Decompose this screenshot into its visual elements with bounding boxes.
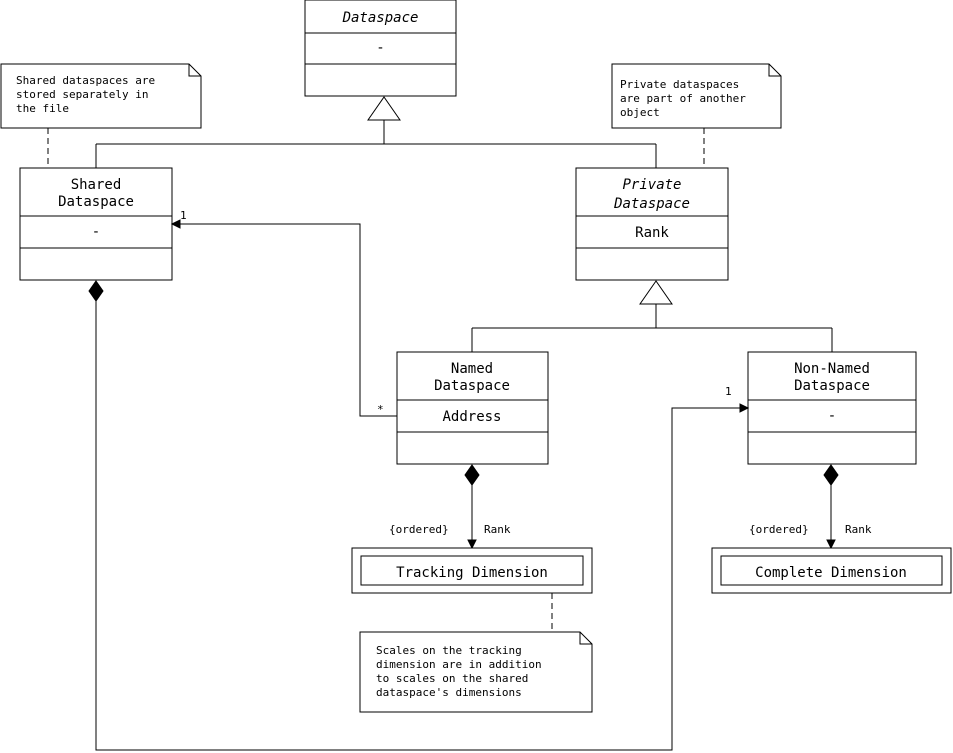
arrowhead [739, 403, 750, 413]
class-non-named-name-line-1: Non-Named [794, 361, 870, 377]
class-tracking-dimension[interactable]: Tracking Dimension [351, 547, 593, 594]
multiplicity-named: * [377, 403, 384, 416]
composition-shared-nonnamed: 1 [88, 280, 750, 751]
class-dataspace[interactable]: Dataspace - [304, 0, 457, 97]
composition-diamond [823, 464, 839, 486]
class-non-named-dataspace[interactable]: Non-Named Dataspace - [747, 351, 917, 465]
composition-diamond [464, 464, 480, 486]
note-tracking-line-2: dimension are in addition [376, 658, 542, 671]
note-shared-line-3: the file [16, 102, 69, 115]
class-dataspace-attribute: - [376, 40, 384, 56]
note-tracking-line-1: Scales on the tracking [376, 644, 522, 657]
note-shared-line-2: stored separately in [16, 88, 148, 101]
class-tracking-name: Tracking Dimension [396, 565, 548, 581]
class-private-name-line-1: Private [622, 177, 681, 193]
note-tracking: Scales on the tracking dimension are in … [359, 593, 593, 713]
note-private-line-3: object [620, 106, 660, 119]
class-shared-attribute: - [92, 224, 100, 240]
note-tracking-line-4: dataspace's dimensions [376, 686, 522, 699]
arrowhead [170, 219, 181, 229]
class-shared-name-line-1: Shared [71, 177, 122, 193]
class-named-name-line-2: Dataspace [434, 378, 510, 394]
arrowhead [826, 539, 836, 550]
class-named-attribute: Address [442, 409, 501, 425]
class-private-dataspace[interactable]: Private Dataspace Rank [575, 167, 729, 281]
class-named-name-line-1: Named [451, 361, 493, 377]
multiplicity-shared: 1 [180, 209, 187, 222]
composition-diamond [88, 280, 104, 302]
class-complete-name: Complete Dimension [755, 565, 907, 581]
inheritance-triangle [367, 96, 401, 121]
label-named-rank: Rank [484, 523, 511, 536]
class-complete-dimension[interactable]: Complete Dimension [711, 547, 952, 594]
note-private: Private dataspaces are part of another o… [611, 63, 782, 168]
class-shared-name-line-2: Dataspace [58, 194, 134, 210]
class-named-dataspace[interactable]: Named Dataspace Address [396, 351, 549, 465]
label-named-ordered: {ordered} [389, 523, 449, 536]
composition-nonnamed-complete: {ordered} Rank [749, 464, 872, 550]
class-non-named-name-line-2: Dataspace [794, 378, 870, 394]
class-shared-dataspace[interactable]: Shared Dataspace - [19, 167, 173, 281]
generalization-dataspace [95, 96, 657, 168]
multiplicity-nonnamed: 1 [725, 385, 732, 398]
composition-named-tracking: {ordered} Rank [389, 464, 511, 550]
note-private-line-2: are part of another [620, 92, 746, 105]
class-non-named-attribute: - [828, 408, 836, 424]
note-shared: Shared dataspaces are stored separately … [0, 63, 202, 168]
label-nonnamed-ordered: {ordered} [749, 523, 809, 536]
inheritance-triangle [639, 280, 673, 305]
generalization-private [471, 280, 833, 352]
note-tracking-line-3: to scales on the shared [376, 672, 528, 685]
label-nonnamed-rank: Rank [845, 523, 872, 536]
note-private-line-1: Private dataspaces [620, 78, 739, 91]
association-named-shared: 1 * [170, 209, 397, 417]
class-private-attribute: Rank [635, 225, 669, 241]
class-private-name-line-2: Dataspace [613, 196, 690, 212]
arrowhead [467, 539, 477, 550]
class-dataspace-name: Dataspace [342, 10, 419, 26]
note-shared-line-1: Shared dataspaces are [16, 74, 155, 87]
